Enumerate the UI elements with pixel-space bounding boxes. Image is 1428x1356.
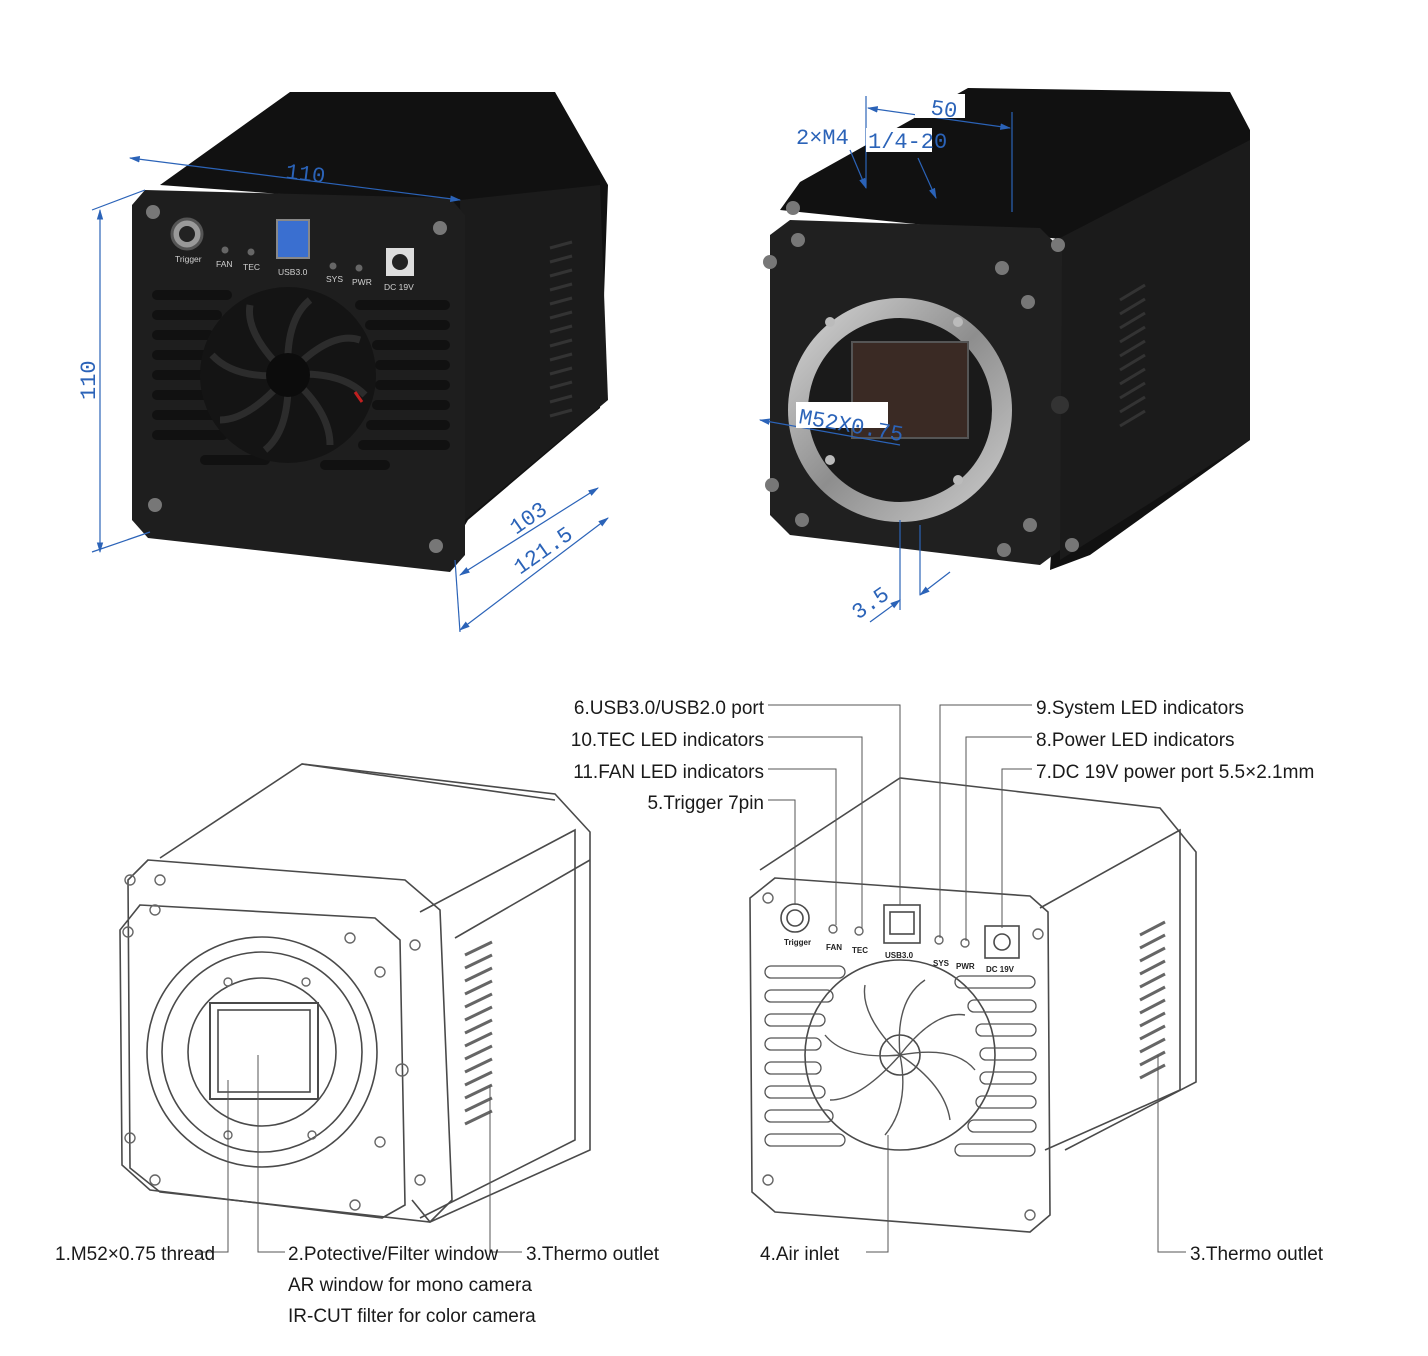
label-fan: FAN	[216, 259, 233, 269]
camera-back-line-drawing	[749, 777, 1197, 1233]
label-sys: SYS	[326, 274, 343, 284]
dim-width: 110	[284, 160, 326, 190]
dim-height: 110	[77, 360, 102, 400]
callout-4: 4.Air inlet	[760, 1244, 840, 1265]
callout-11: 11.FAN LED indicators	[573, 762, 764, 783]
label-tec-line: TEC	[852, 946, 868, 955]
label-pwr: PWR	[352, 277, 372, 287]
label-sys-line: SYS	[933, 959, 950, 968]
dim-flange: 3.5	[848, 583, 895, 626]
camera-back-dark-view: Trigger FAN TEC USB3.0 SYS PWR DC 19V	[132, 92, 608, 572]
callout-9: 9.System LED indicators	[1036, 698, 1244, 719]
callout-2-line3: IR-CUT filter for color camera	[288, 1306, 536, 1327]
callout-2-line2: AR window for mono camera	[288, 1275, 532, 1296]
callout-10: 10.TEC LED indicators	[571, 730, 764, 751]
callout-6: 6.USB3.0/USB2.0 port	[574, 698, 765, 719]
leader-lines	[197, 704, 1186, 1253]
callout-7: 7.DC 19V power port 5.5×2.1mm	[1036, 762, 1314, 783]
callout-3-left: 3.Thermo outlet	[526, 1244, 660, 1265]
callout-8: 8.Power LED indicators	[1036, 730, 1235, 751]
dim-mount-spacing: 50	[929, 96, 959, 124]
back-vent-slots	[152, 290, 450, 470]
camera-front-line-drawing	[119, 763, 591, 1223]
fan-icon	[200, 287, 376, 463]
dimensions-left	[91, 156, 609, 633]
label-trigger-line: Trigger	[784, 938, 811, 947]
callout-labels: 1.M52×0.75 thread 2.Potective/Filter win…	[55, 698, 1324, 1327]
usb-port-icon	[276, 219, 310, 259]
label-dc: DC 19V	[384, 282, 414, 292]
camera-front-dark-view	[763, 88, 1250, 570]
side-vent-slots-right	[1119, 283, 1146, 428]
label-tec: TEC	[243, 262, 260, 272]
label-usb: USB3.0	[278, 267, 308, 277]
label-fan-line: FAN	[826, 943, 842, 952]
callout-5: 5.Trigger 7pin	[647, 793, 764, 814]
label-usb-line: USB3.0	[885, 951, 914, 960]
led-icons	[221, 246, 363, 272]
dim-tripod: 1/4-20	[868, 130, 947, 155]
label-trigger: Trigger	[175, 254, 202, 264]
label-dc-line: DC 19V	[986, 965, 1015, 974]
callout-3-right: 3.Thermo outlet	[1190, 1244, 1324, 1265]
callout-1: 1.M52×0.75 thread	[55, 1244, 215, 1265]
label-pwr-line: PWR	[956, 962, 975, 971]
side-vent-slots	[549, 240, 573, 418]
dim-holes: 2×M4	[796, 126, 849, 151]
callout-2: 2.Potective/Filter window	[288, 1244, 498, 1265]
screw-icons-front	[763, 201, 1079, 557]
screw-icons	[146, 205, 447, 553]
